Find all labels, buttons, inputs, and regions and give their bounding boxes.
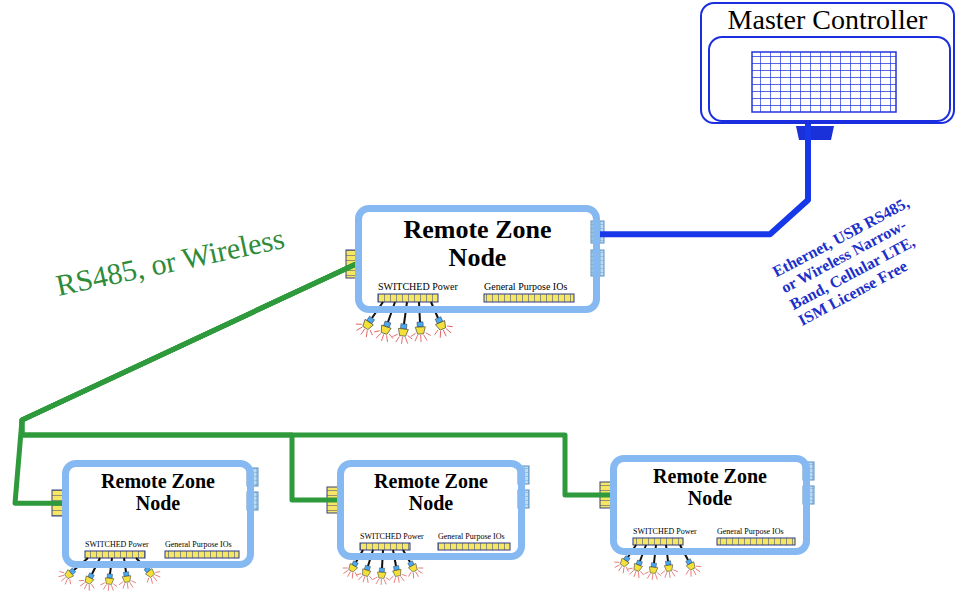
node-title: Remote Zone Node [88,471,228,514]
zone-node: Remote Zone NodeSWITCHED Power General Pu… [610,455,810,555]
screen-grid [752,52,896,140]
port-label: SWITCHED Power [360,533,424,542]
zone-node: Remote Zone NodeSWITCHED Power General Pu… [62,460,254,568]
port-label: General Purpose IOs [484,281,567,292]
port-label: SWITCHED Power [85,541,149,550]
port-label: General Purpose IOs [717,528,784,537]
master-controller: Master Controller [700,2,955,124]
bus-connector [600,124,808,234]
lamp-wires [74,302,688,574]
port-label: General Purpose IOs [165,541,232,550]
port-label: General Purpose IOs [438,533,505,542]
node-title: Remote Zone Node [361,471,501,514]
node-title: Remote Zone Node [640,466,780,509]
link-label: Ethernet, USB RS485, or Wireless Narrow-… [768,184,956,331]
port-label: SWITCHED Power [378,281,458,292]
screen-outline [708,36,951,122]
link-label: RS485, or Wireless [51,220,289,303]
port-label: SWITCHED Power [633,528,697,537]
zone-node: Remote Zone NodeSWITCHED Power General Pu… [355,205,600,313]
zone-node: Remote Zone NodeSWITCHED Power General Pu… [337,460,525,560]
node-heading: Master Controller [702,4,953,36]
lamps [56,312,704,593]
node-title: Remote Zone Node [388,216,568,272]
